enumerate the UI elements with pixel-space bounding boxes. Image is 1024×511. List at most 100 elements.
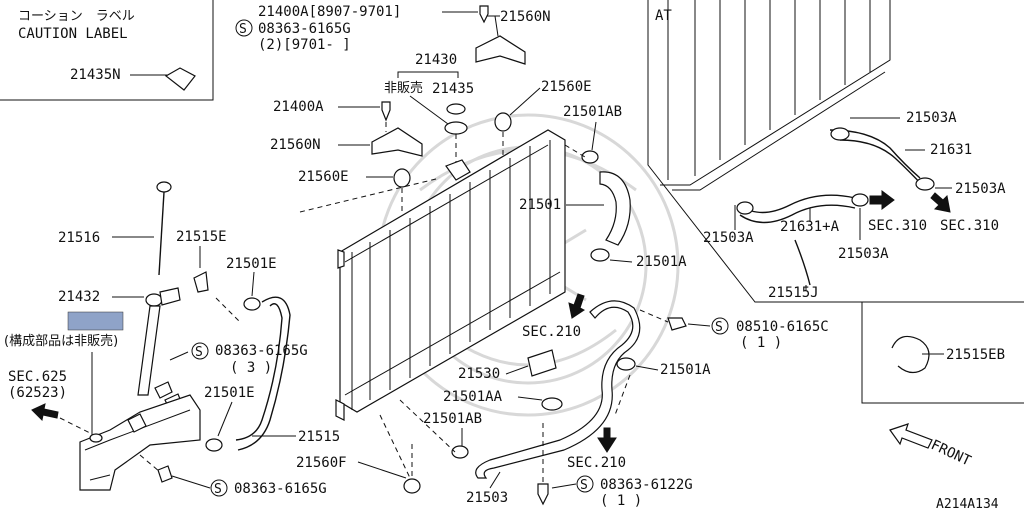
label-21515EB[interactable]: 21515EB xyxy=(946,347,1005,363)
label-21631[interactable]: 21631 xyxy=(930,142,972,158)
label-sec310-b[interactable]: SEC.310 xyxy=(940,218,999,234)
caution-en-title: CAUTION LABEL xyxy=(18,26,128,42)
s-mark-right-b: S xyxy=(580,478,588,493)
label-21560F[interactable]: 21560F xyxy=(296,455,347,471)
label-21432[interactable]: 21432 xyxy=(58,289,100,305)
label-21435[interactable]: 21435 xyxy=(432,81,474,97)
sec210-arrow-top xyxy=(568,293,585,319)
note-qty-range: (2)[9701- ] xyxy=(258,37,351,53)
label-bolt-08363-6122G[interactable]: 08363-6122G xyxy=(600,477,693,493)
sec310-arrow-a xyxy=(869,190,895,210)
label-21631A[interactable]: 21631+A xyxy=(780,219,840,235)
dipstick-cap xyxy=(156,181,172,193)
label-21501A-top[interactable]: 21501A xyxy=(636,254,687,270)
hose-21503 xyxy=(475,300,641,479)
cap-21430 xyxy=(444,121,468,135)
label-sec210-bot[interactable]: SEC.210 xyxy=(567,455,626,471)
at-box: AT 21503A 21631 21503A SEC.310 SEC.310 2… xyxy=(647,0,1024,303)
label-21503A-b[interactable]: 21503A xyxy=(955,181,1006,197)
radiator-core xyxy=(335,129,566,421)
note-bolt-08363-6165G-top[interactable]: 08363-6165G xyxy=(258,21,351,37)
clamp-21501E-bot xyxy=(205,438,223,452)
label-21515[interactable]: 21515 xyxy=(298,429,340,445)
label-21501E-top[interactable]: 21501E xyxy=(226,256,277,272)
label-sec210-top[interactable]: SEC.210 xyxy=(522,324,581,340)
label-21530[interactable]: 21530 xyxy=(458,366,500,382)
clamp-21501A-mid xyxy=(616,357,636,371)
s-mark-top: S xyxy=(239,22,247,37)
sec210-arrow-bot xyxy=(597,427,617,453)
label-21501AB-bot[interactable]: 21501AB xyxy=(423,411,482,427)
label-bolt-6165C-qty: ( 1 ) xyxy=(740,335,782,351)
gasket-21435 xyxy=(446,103,466,115)
bracket-21560N xyxy=(371,127,423,157)
caution-jp-title: コーション ラベル xyxy=(18,9,135,24)
label-21560E[interactable]: 21560E xyxy=(298,169,349,185)
clamp-21501AA xyxy=(541,397,563,411)
label-21560N-top[interactable]: 21560N xyxy=(500,9,551,25)
bolt-21400A-top xyxy=(479,5,489,24)
label-front: FRONT xyxy=(928,437,973,470)
s-mark-mid: S xyxy=(195,345,203,360)
bolt-mid-a xyxy=(154,381,173,399)
bolt-08363-6122G xyxy=(537,483,549,506)
label-21503A-c[interactable]: 21503A xyxy=(703,230,754,246)
mount-21560E-top xyxy=(494,112,512,132)
mount-21560E xyxy=(393,168,411,188)
label-21515J[interactable]: 21515J xyxy=(768,285,819,301)
note-21400A-range[interactable]: 21400A[8907-9701] xyxy=(258,4,401,20)
label-21503[interactable]: 21503 xyxy=(466,490,508,506)
at-title: AT xyxy=(655,8,672,24)
label-21515E[interactable]: 21515E xyxy=(176,229,227,245)
label-sec625-sub: (62523) xyxy=(8,385,67,401)
bracket-21560N-top xyxy=(475,35,526,65)
diagram-ref-code: A214A134 xyxy=(936,497,999,511)
top-notes: 21400A[8907-9701] S 08363-6165G (2)[9701… xyxy=(235,4,489,53)
s-mark-bot: S xyxy=(214,482,222,497)
bolt-bottom xyxy=(157,465,173,483)
label-21516[interactable]: 21516 xyxy=(58,230,100,246)
label-not-sold: 非販売 xyxy=(384,80,423,96)
label-bolt-mid-qty: ( 3 ) xyxy=(230,360,272,376)
bolt-08510-6165C xyxy=(667,317,687,331)
hose-21501 xyxy=(599,171,631,246)
label-21501[interactable]: 21501 xyxy=(519,197,561,213)
label-21501A-mid[interactable]: 21501A xyxy=(660,362,711,378)
label-bolt-08363-6165G-mid[interactable]: 08363-6165G xyxy=(215,343,308,359)
label-21503A-d[interactable]: 21503A xyxy=(838,246,889,262)
clamp-21501E-top xyxy=(243,297,261,311)
s-mark-right: S xyxy=(715,320,723,335)
label-21501AA[interactable]: 21501AA xyxy=(443,389,503,405)
label-bolt-08363-6165G-bot[interactable]: 08363-6165G xyxy=(234,481,327,497)
label-sec625[interactable]: SEC.625 xyxy=(8,369,67,385)
label-21435N[interactable]: 21435N xyxy=(70,67,121,83)
label-21501E-bot[interactable]: 21501E xyxy=(204,385,255,401)
front-arrow-icon xyxy=(889,423,933,449)
bracket-21530 xyxy=(527,349,557,377)
label-21430[interactable]: 21430 xyxy=(415,52,457,68)
clip-21515E xyxy=(193,271,209,293)
label-21501AB-top[interactable]: 21501AB xyxy=(563,104,622,120)
label-21503A-a[interactable]: 21503A xyxy=(906,110,957,126)
clamp-21501AB-top xyxy=(581,150,599,164)
mount-21560F xyxy=(403,478,421,494)
label-sec310-a[interactable]: SEC.310 xyxy=(868,218,927,234)
clamp-21501AB-bot xyxy=(451,445,469,459)
label-21400A[interactable]: 21400A xyxy=(273,99,324,115)
label-bolt-6122G-qty: ( 1 ) xyxy=(600,493,642,509)
filler-neck xyxy=(445,159,471,181)
sec310-arrow-b xyxy=(930,192,951,213)
label-21560E-top[interactable]: 21560E xyxy=(541,79,592,95)
reservoir-tank xyxy=(79,394,201,491)
caution-label-icon xyxy=(164,67,196,91)
reservoir-neck xyxy=(137,305,161,396)
caution-label-box: コーション ラベル CAUTION LABEL 21435N xyxy=(0,0,214,101)
cap-21432 xyxy=(145,293,163,307)
clip-icon xyxy=(891,335,930,374)
label-21560N[interactable]: 21560N xyxy=(270,137,321,153)
label-bolt-08510-6165C[interactable]: 08510-6165C xyxy=(736,319,829,335)
jp-note: (構成部品は非販売) xyxy=(4,333,118,349)
not-sold-swatch xyxy=(67,311,124,331)
clip-box: 21515EB xyxy=(861,302,1024,404)
